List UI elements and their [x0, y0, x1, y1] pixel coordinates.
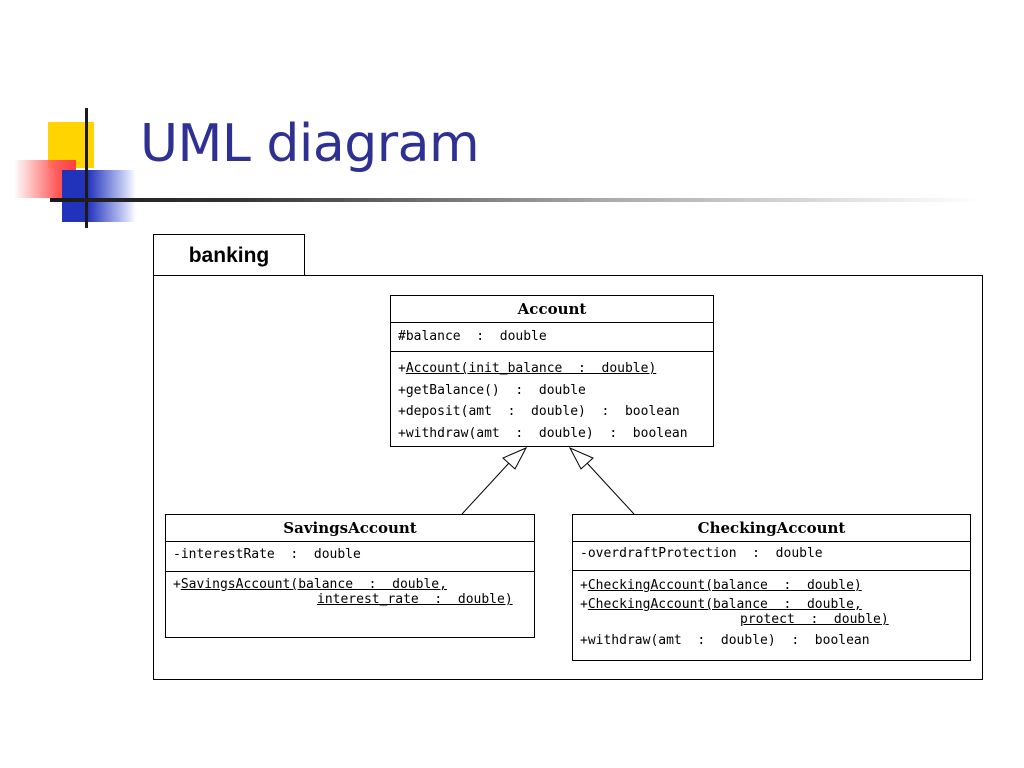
attribute-interest-rate: -interestRate : double — [173, 547, 361, 562]
operation-account-constructor: +Account(init_balance : double) — [398, 361, 657, 376]
operation-checking-constructor-1: +CheckingAccount(balance : double) — [580, 578, 862, 593]
class-account-operations: +Account(init_balance : double) +getBala… — [391, 352, 713, 444]
decor-blue-square — [62, 170, 136, 222]
class-savings-account-attributes: -interestRate : double — [166, 542, 534, 572]
class-checking-account-name: CheckingAccount — [573, 515, 970, 542]
attribute-overdraft-protection: -overdraftProtection : double — [580, 546, 823, 561]
class-savings-account-name: SavingsAccount — [166, 515, 534, 542]
class-account-attributes: #balance : double — [391, 323, 713, 352]
operation-savings-constructor-cont: interest_rate : double) — [317, 592, 513, 607]
slide-title: UML diagram — [140, 114, 480, 174]
operation-checking-constructor-2-cont: protect : double) — [740, 612, 889, 627]
class-checking-account-attributes: -overdraftProtection : double — [573, 542, 970, 571]
class-account: Account #balance : double +Account(init_… — [390, 295, 714, 447]
package-name: banking — [188, 243, 270, 267]
attribute-balance: #balance : double — [398, 329, 547, 344]
class-checking-account: CheckingAccount -overdraftProtection : d… — [572, 514, 971, 661]
decor-vertical-line — [85, 108, 88, 228]
operation-checking-withdraw: +withdraw(amt : double) : boolean — [580, 633, 870, 648]
operation-deposit: +deposit(amt : double) : boolean — [398, 404, 680, 419]
operation-getbalance: +getBalance() : double — [398, 382, 586, 398]
package-tab: banking — [153, 234, 305, 276]
operation-savings-constructor: +SavingsAccount(balance : double, — [173, 577, 447, 592]
operation-checking-constructor-2: +CheckingAccount(balance : double, — [580, 597, 862, 612]
class-savings-account-operations: +SavingsAccount(balance : double, intere… — [166, 572, 534, 607]
operation-withdraw: +withdraw(amt : double) : boolean — [398, 425, 688, 441]
class-savings-account: SavingsAccount -interestRate : double +S… — [165, 514, 535, 638]
class-account-name: Account — [391, 296, 713, 323]
class-checking-account-operations: +CheckingAccount(balance : double) +Chec… — [573, 571, 970, 648]
package-body — [153, 275, 983, 680]
title-underline — [50, 198, 980, 202]
